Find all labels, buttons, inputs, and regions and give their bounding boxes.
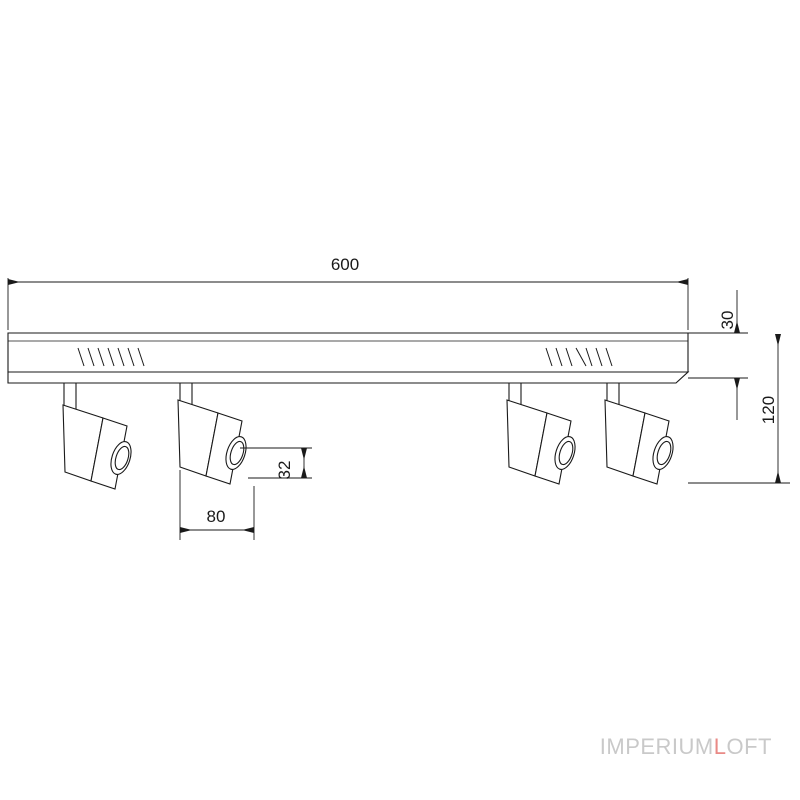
spot-lens-2-inner (229, 440, 245, 466)
watermark-imperium-text: IMPERIUM (599, 734, 714, 759)
dim-label-80: 80 (207, 507, 226, 526)
vent-slots-left (77, 347, 145, 367)
spot-lens-4-inner (656, 440, 672, 466)
dimension-diameter-32 (240, 447, 312, 479)
spot-head-1 (62, 382, 132, 490)
spot-head-2 (177, 382, 247, 485)
spot-lens-3-inner (558, 440, 574, 466)
watermark-loft-text: OFT (726, 734, 772, 759)
dimension-spacing-80 (179, 470, 255, 540)
fixture-body (7, 332, 690, 384)
dimension-height-30 (688, 290, 748, 420)
dimension-drop-120 (688, 334, 790, 484)
vent-slots-right (545, 347, 613, 367)
bar-bottom-bevel (7, 371, 690, 384)
dim-label-32: 32 (275, 461, 294, 480)
spot-lens-1-inner (114, 445, 130, 471)
dim-label-30: 30 (718, 311, 737, 330)
spot-head-4 (604, 382, 674, 485)
dim-label-120: 120 (759, 396, 778, 424)
dim-label-600: 600 (331, 255, 359, 274)
watermark-loft-accent: L (713, 734, 727, 759)
watermark-imperiumloft: IMPERIUMLOFT (600, 734, 772, 760)
dimension-length-600 (7, 278, 689, 330)
spot-head-3 (506, 382, 576, 485)
